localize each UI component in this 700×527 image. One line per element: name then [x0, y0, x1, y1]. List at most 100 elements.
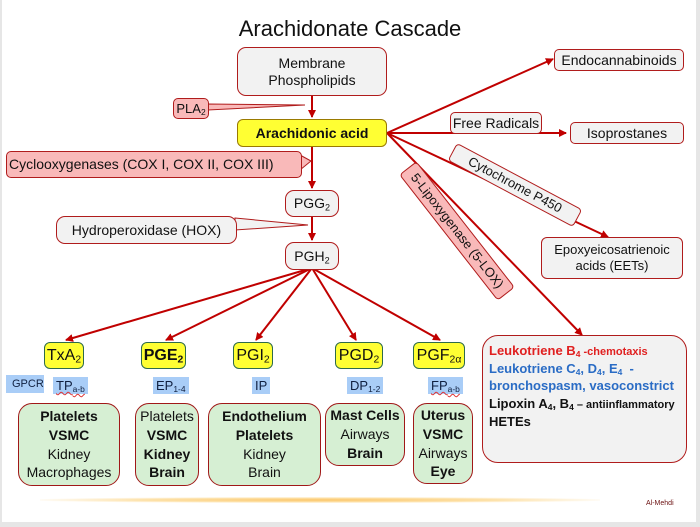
tissue-item: Airways: [418, 444, 468, 461]
enzyme-cyclooxygenases: Cyclooxygenases (COX I, COX II, COX III): [6, 151, 302, 178]
receptor-ip: IP: [252, 377, 271, 394]
ltc-name: Leukotriene C: [489, 360, 576, 376]
page-title: Arachidonate Cascade: [238, 16, 462, 41]
eets-line2: acids (EETs): [575, 258, 649, 273]
node-membrane-phospholipids: Membrane Phospholipids: [237, 47, 387, 96]
ltcde-effect: bronchospasm, vasoconstrict: [489, 378, 674, 394]
arrow-pgh2-to-pgd2: [311, 267, 357, 341]
tissue-item: Airways: [340, 426, 390, 443]
pla2-sub: 2: [200, 106, 206, 117]
tp-sub: a-b: [72, 384, 85, 395]
pgh2-label: PGH: [294, 247, 325, 264]
lte-name: , E: [601, 360, 618, 376]
ltcde-line: Leukotriene C4, D4, E4 -: [489, 360, 680, 378]
arrow-aa-to-endocannabinoids: [386, 58, 554, 134]
tissue-item: Kidney: [243, 445, 286, 462]
node-pge2: PGE2: [141, 342, 186, 369]
ltd-sub: 4: [597, 366, 602, 377]
enzyme-free-radicals: Free Radicals: [450, 112, 542, 134]
receptor-tp: TPa-b: [53, 377, 88, 394]
ltd-name: , D: [580, 360, 598, 376]
tissues-pgi2: Endothelium Platelets Kidney Brain: [208, 403, 321, 486]
lipoxin-effect: – antiinflammatory: [573, 398, 675, 411]
tissue-item: Eye: [430, 463, 456, 480]
endocannabinoids-label: Endocannabinoids: [561, 51, 677, 68]
lipoxin-sub-a: 4: [547, 402, 553, 413]
hox-pointer: [234, 217, 309, 231]
ltb4-name: Leukotriene B: [489, 343, 576, 358]
tissue-item: Brain: [347, 444, 383, 461]
tissue-item: Mast Cells: [330, 407, 400, 424]
lte-sub: 4: [617, 366, 623, 377]
txa2-label: TxA: [46, 346, 76, 364]
node-eets: Epoxyeicosatrienoic acids (EETs): [541, 237, 683, 279]
footer-decorative-line: [40, 497, 600, 503]
author-credit: Al-Mehdi: [646, 500, 674, 507]
fp-label: FP: [431, 378, 448, 393]
node-pgi2: PGI2: [233, 342, 273, 369]
ltc-sub: 4: [575, 366, 581, 377]
lipoxin-b: , B: [552, 395, 570, 411]
tissue-item: VSMC: [146, 426, 188, 443]
ltb4-sub: 4: [575, 349, 581, 360]
node-pgg2: PGG2: [285, 190, 339, 217]
pla2-pointer: [207, 103, 306, 111]
tissue-item: Kidney: [143, 445, 191, 462]
tissue-item: Platelets: [40, 407, 98, 424]
tissue-item: Kidney: [47, 445, 91, 462]
tissue-item: VSMC: [48, 426, 90, 443]
hetes-line: HETEs: [489, 413, 531, 429]
pgf2a-sub: 2α: [449, 354, 462, 366]
free-radicals-label: Free Radicals: [452, 114, 540, 131]
pge2-sub: 2: [177, 354, 184, 366]
node-pgh2: PGH2: [285, 242, 339, 270]
ltb4-line: Leukotriene B4 -chemotaxis: [489, 342, 680, 360]
gpcr-label: GPCR: [6, 375, 44, 393]
arachidonic-acid-label: Arachidonic acid: [255, 124, 369, 141]
pge2-label: PGE: [143, 346, 178, 364]
node-arachidonic-acid: Arachidonic acid: [237, 119, 387, 147]
ltb4-effect: -chemotaxis: [580, 346, 648, 358]
receptor-dp: DP1-2: [347, 377, 384, 395]
isoprostanes-label: Isoprostanes: [586, 124, 668, 141]
tissue-item: Macrophages: [26, 464, 112, 481]
lipoxin-line: Lipoxin A4, B4 – antiinflammatory: [489, 395, 680, 413]
arrow-pgh2-to-txa2: [65, 267, 313, 342]
tp-label: TP: [56, 378, 73, 393]
enzyme-hydroperoxidase: Hydroperoxidase (HOX): [56, 216, 237, 244]
receptor-ep: EP1-4: [153, 377, 189, 394]
node-pgd2: PGD2: [335, 342, 383, 369]
tissues-pge2: Platelets VSMC Kidney Brain: [135, 403, 199, 486]
ltc-dash: -: [622, 360, 634, 376]
pla2-label: PLA: [176, 100, 201, 116]
arrow-pgh2-to-pgf2a: [311, 267, 441, 341]
pgi2-label: PGI: [236, 346, 264, 364]
receptor-fp: FPa-b: [428, 377, 463, 394]
node-endocannabinoids: Endocannabinoids: [554, 49, 684, 71]
membrane-line1: Membrane: [278, 54, 346, 71]
lipoxin-a: Lipoxin A: [489, 395, 548, 411]
ep-label: EP: [156, 378, 174, 393]
pgi2-sub: 2: [263, 354, 270, 366]
tissues-pgf2a: Uterus VSMC Airways Eye: [413, 403, 473, 484]
tissues-pgd2: Mast Cells Airways Brain: [325, 403, 405, 466]
tissues-txa2: Platelets VSMC Kidney Macrophages: [18, 403, 120, 486]
pgd2-label: PGD: [338, 346, 374, 364]
txa2-sub: 2: [75, 354, 82, 366]
tissue-item: Uterus: [420, 406, 466, 423]
fp-sub: a-b: [447, 384, 460, 395]
tissue-item: Brain: [149, 464, 185, 481]
pgg2-label: PGG: [293, 195, 326, 212]
pgg2-sub: 2: [325, 202, 331, 213]
membrane-line2: Phospholipids: [268, 71, 356, 88]
hox-label: Hydroperoxidase (HOX): [71, 221, 222, 238]
cox-label: Cyclooxygenases (COX I, COX II, COX III): [9, 156, 274, 173]
arrow-pgh2-to-pgi2: [255, 267, 313, 341]
dp-label: DP: [350, 378, 369, 393]
dp-sub: 1-2: [368, 384, 381, 395]
eets-line1: Epoxyeicosatrienoic: [554, 242, 670, 258]
pgd2-sub: 2: [373, 354, 380, 366]
node-leukotrienes: Leukotriene B4 -chemotaxis Leukotriene C…: [482, 335, 687, 463]
ep-sub: 1-4: [173, 384, 186, 395]
